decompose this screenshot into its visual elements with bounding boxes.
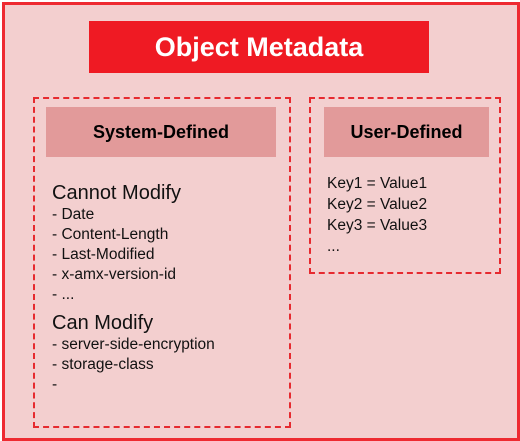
list-item: - Content-Length: [52, 226, 169, 243]
list-item: Key2 = Value2: [327, 196, 428, 213]
list-item: -: [52, 376, 58, 393]
list-item: ...: [327, 238, 340, 255]
cannot-modify-title: Cannot Modify: [52, 182, 181, 204]
cannot-modify-section: Cannot Modify - Date - Content-Length - …: [52, 181, 181, 305]
system-defined-panel: System-Defined Cannot Modify - Date - Co…: [33, 97, 291, 428]
can-modify-title: Can Modify: [52, 312, 154, 334]
user-defined-panel: User-Defined Key1 = Value1 Key2 = Value2…: [309, 97, 501, 274]
title-bar: Object Metadata: [89, 21, 429, 73]
list-item: Key1 = Value1: [327, 175, 428, 192]
list-item: - server-side-encryption: [52, 336, 215, 353]
system-defined-header-label: System-Defined: [92, 121, 230, 142]
list-item: Key3 = Value3: [327, 217, 428, 234]
list-item: - Date: [52, 206, 95, 223]
system-defined-header: System-Defined: [46, 107, 276, 157]
user-defined-list: Key1 = Value1 Key2 = Value2 Key3 = Value…: [327, 173, 427, 257]
list-item: - storage-class: [52, 356, 154, 373]
list-item: - x-amx-version-id: [52, 266, 177, 283]
list-item: - ...: [52, 286, 75, 303]
can-modify-section: Can Modify - server-side-encryption - st…: [52, 311, 215, 395]
page-title: Object Metadata: [154, 31, 364, 62]
list-item: - Last-Modified: [52, 246, 155, 263]
user-defined-header-label: User-Defined: [350, 121, 463, 142]
user-defined-header: User-Defined: [324, 107, 489, 157]
